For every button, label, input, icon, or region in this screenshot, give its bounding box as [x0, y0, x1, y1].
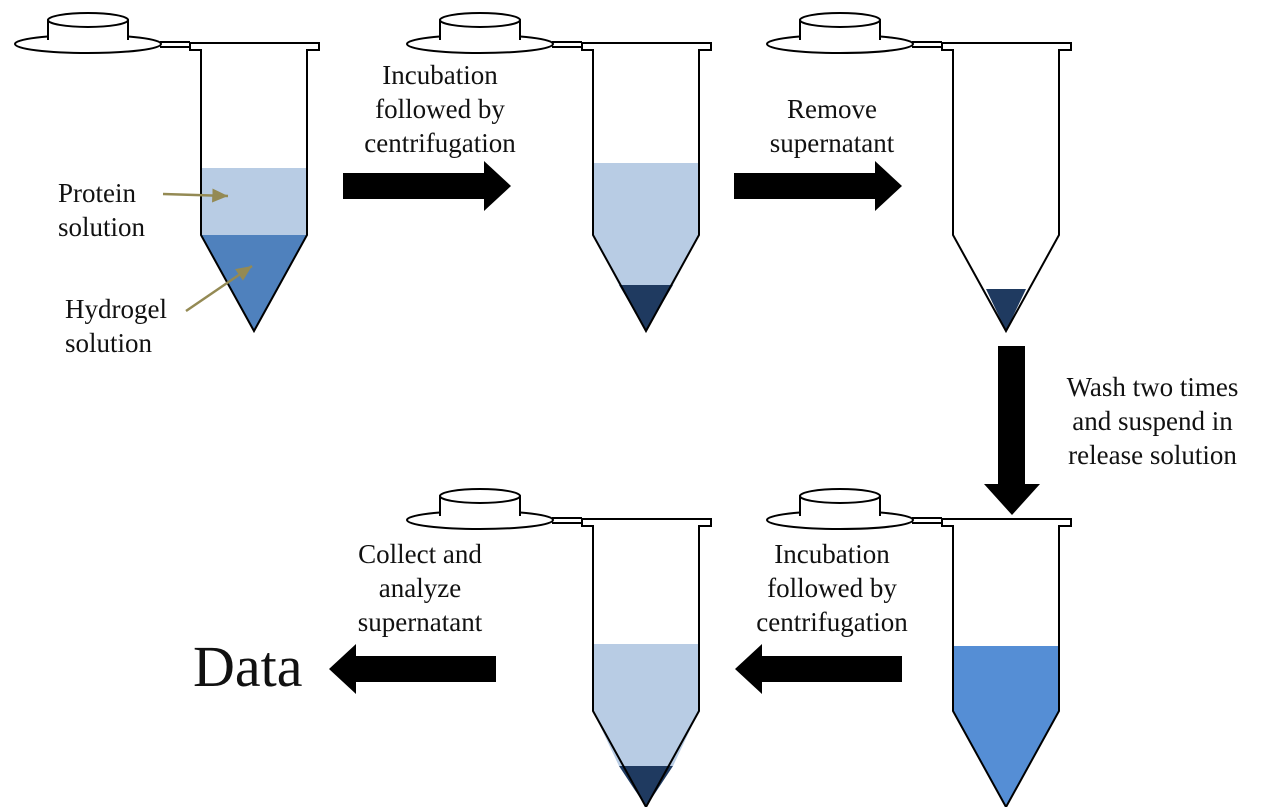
tube-lid: [14, 12, 190, 54]
release-solution-layer: [953, 646, 1059, 807]
step2-line-1: Remove: [787, 94, 877, 124]
tube-body: [581, 42, 712, 334]
tube-lid: [406, 488, 582, 530]
arrow-step4: [735, 644, 902, 694]
step1-line-1: Incubation: [382, 60, 498, 90]
tube-body: [941, 42, 1072, 334]
supernatant-layer: [593, 163, 699, 285]
protein-layer: [201, 168, 307, 235]
step3-label: Wash two times and suspend in release so…: [1045, 370, 1260, 472]
step5-line-1: Collect and: [358, 539, 482, 569]
tube-lid: [406, 12, 582, 54]
step1-line-3: centrifugation: [364, 128, 516, 158]
tube-body: [941, 518, 1072, 807]
step3-line-2: and suspend in: [1072, 406, 1233, 436]
step1-line-2: followed by: [375, 94, 505, 124]
step5-label: Collect and analyze supernatant: [330, 537, 510, 639]
arrow-step5: [329, 644, 496, 694]
hydrogel-pointer: [185, 264, 253, 313]
step5-line-3: supernatant: [357, 607, 483, 637]
tube-initial: [14, 12, 320, 334]
step3-line-3: release solution: [1068, 440, 1237, 470]
step1-label: Incubation followed by centrifugation: [340, 58, 540, 160]
hydrogel-solution-label: Hydrogel solution: [65, 292, 167, 360]
tube-lid: [766, 488, 942, 530]
arrow-step2: [734, 161, 902, 211]
supernatant-layer: [593, 644, 699, 766]
step3-line-1: Wash two times: [1066, 372, 1239, 402]
protein-label-line-1: Protein: [58, 178, 136, 208]
tube-release: [766, 488, 1072, 807]
pellet: [619, 285, 673, 331]
hydrogel-label-line-2: solution: [65, 328, 153, 358]
tube-centrifuged: [406, 12, 712, 334]
pellet: [619, 766, 673, 807]
hydrogel-label-line-1: Hydrogel: [65, 294, 167, 324]
hydrogel-layer: [201, 235, 307, 331]
protein-label-line-2: solution: [58, 212, 146, 242]
step5-line-2: analyze: [378, 573, 462, 603]
pellet: [986, 289, 1026, 331]
tube-pellet-only: [766, 12, 1072, 334]
tube-lid: [766, 12, 942, 54]
arrow-step1: [343, 161, 511, 211]
step4-line-3: centrifugation: [756, 607, 908, 637]
step4-line-1: Incubation: [774, 539, 890, 569]
step4-line-2: followed by: [767, 573, 897, 603]
tube-body: [189, 42, 320, 334]
result-data-label: Data: [193, 634, 303, 699]
step2-line-2: supernatant: [769, 128, 895, 158]
step2-label: Remove supernatant: [732, 92, 932, 160]
protein-pointer: [162, 188, 229, 203]
protein-solution-label: Protein solution: [58, 176, 145, 244]
step4-label: Incubation followed by centrifugation: [732, 537, 932, 639]
tube-final: [406, 488, 712, 807]
tube-body: [581, 518, 712, 807]
arrow-step3: [984, 346, 1040, 515]
